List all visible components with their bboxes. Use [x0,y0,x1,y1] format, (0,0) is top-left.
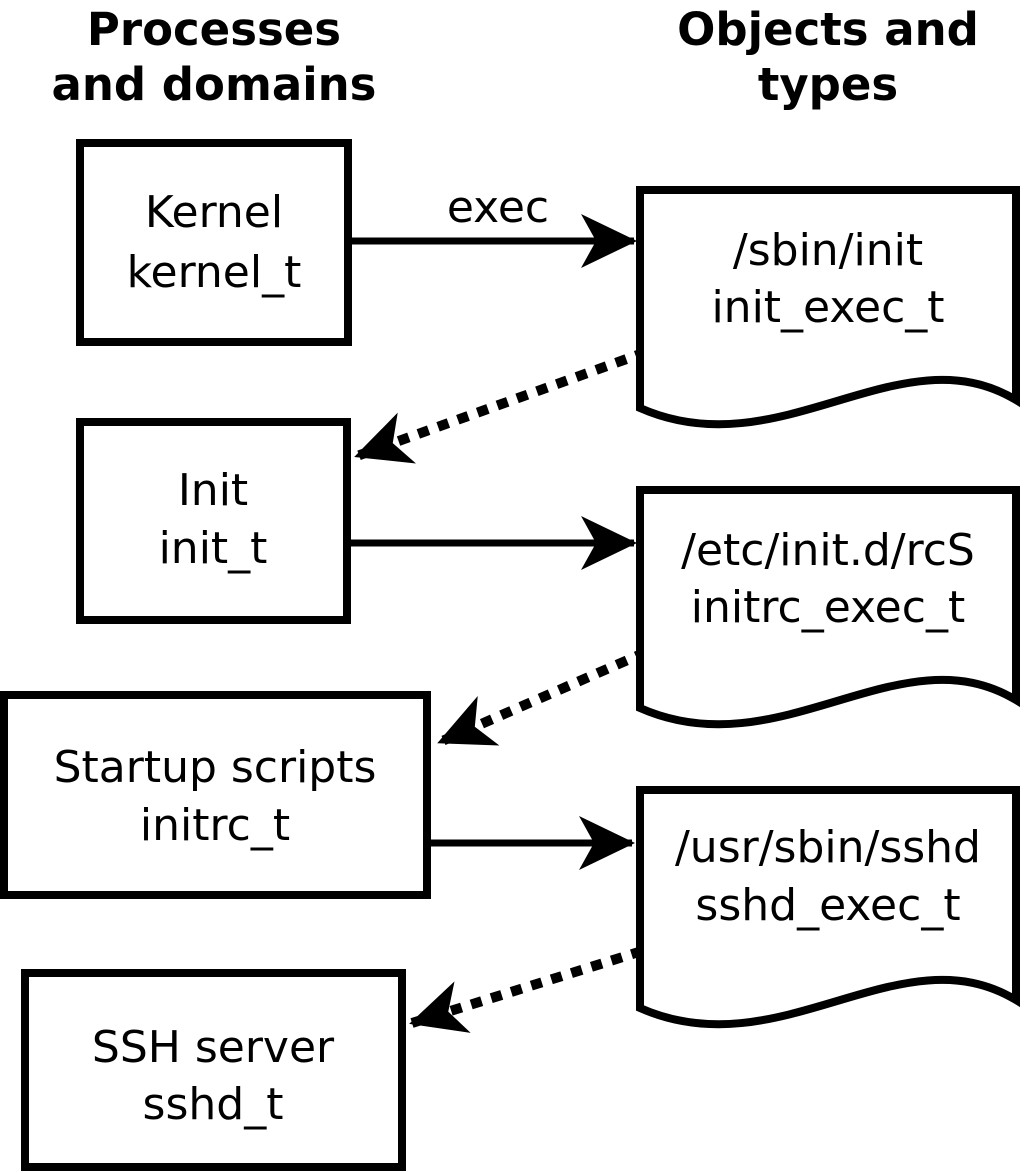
object-doc-sbin-init: /sbin/init init_exec_t [636,186,1020,429]
document-shape [636,786,1020,1029]
object-doc-usr-sbin-sshd: /usr/sbin/sshd sshd_exec_t [636,786,1020,1029]
column-header-objects: Objects and types [677,3,979,111]
edge-rcs-to-initrc [437,647,649,747]
processes-header-line2: and domains [52,58,377,111]
object-path: /sbin/init [733,225,923,276]
process-domain: init_t [159,523,268,574]
process-box-ssh-server: SSH server sshd_t [21,969,406,1171]
process-label: SSH server [92,1022,335,1073]
process-box-startup-scripts: Startup scripts initrc_t [0,691,431,899]
process-box-rect [76,139,352,346]
object-path: /usr/sbin/sshd [675,822,981,873]
exec-arrow-label: exec [447,182,549,233]
document-shape [636,186,1020,429]
process-label: Startup scripts [54,742,377,793]
objects-header-line2: types [758,58,898,111]
edge-sshdexec-to-sshd [409,946,644,1033]
process-label: Kernel [145,187,283,238]
process-domain: initrc_t [140,800,290,851]
document-shape [636,486,1020,729]
process-box-rect [0,691,431,899]
process-box-kernel: Kernel kernel_t [76,139,352,346]
objects-header-line1: Objects and [677,3,979,56]
object-path: /etc/init.d/rcS [681,525,975,576]
object-type: init_exec_t [711,282,944,333]
object-type: initrc_exec_t [691,582,965,633]
process-box-init: Init init_t [76,418,351,624]
process-domain: kernel_t [127,247,302,298]
process-box-rect [76,418,351,624]
edge-kernel-to-sbininit: exec [352,182,637,268]
edge-sbininit-to-init [354,347,648,464]
process-label: Init [178,465,248,516]
object-type: sshd_exec_t [695,880,960,931]
process-domain: sshd_t [143,1079,284,1130]
processes-header-line1: Processes [87,3,341,56]
object-doc-etc-initd-rcs: /etc/init.d/rcS initrc_exec_t [636,486,1020,729]
column-header-processes: Processes and domains [52,3,377,111]
process-box-rect [21,969,406,1171]
